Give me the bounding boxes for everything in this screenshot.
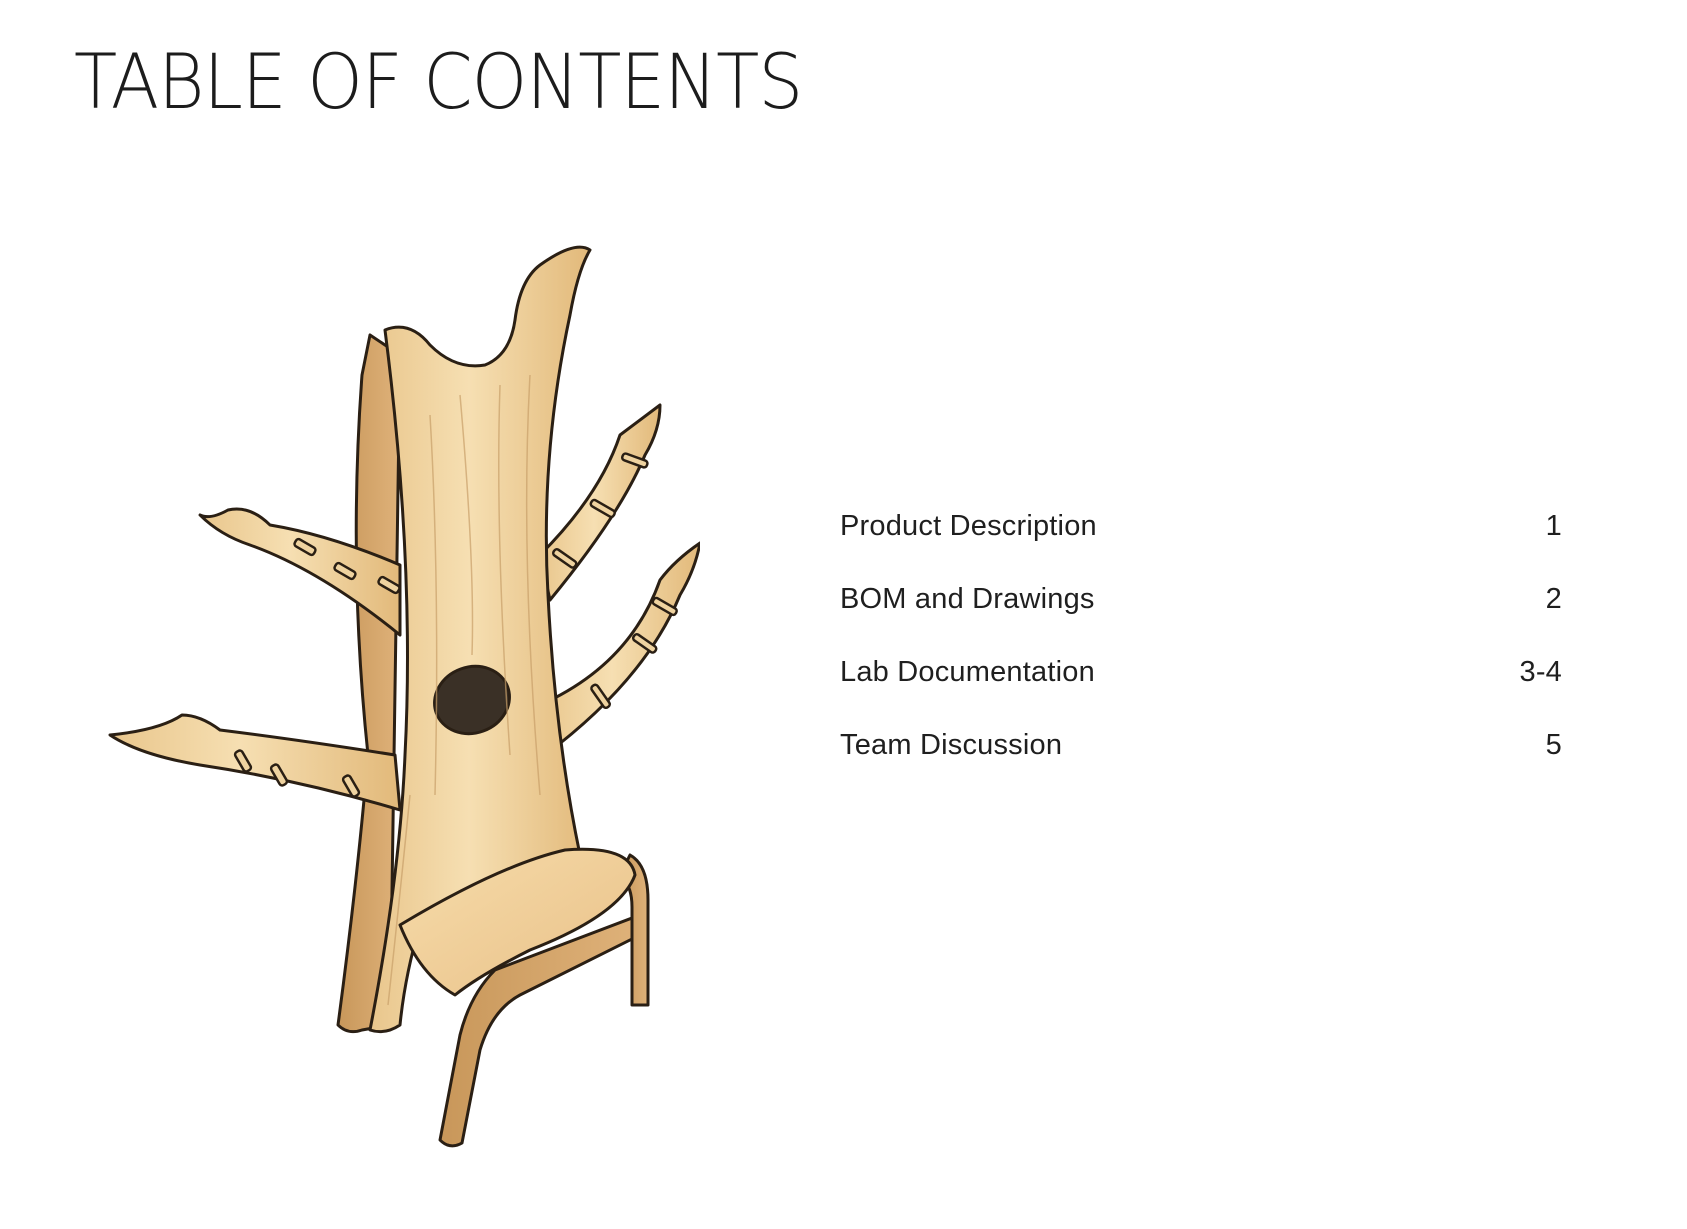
seat-leg-front bbox=[438, 913, 642, 1148]
peg bbox=[333, 561, 357, 581]
right-lower-branch bbox=[538, 541, 700, 757]
peg bbox=[269, 763, 289, 787]
toc-item[interactable]: Product Description 1 bbox=[840, 510, 1562, 583]
trunk-front bbox=[368, 245, 592, 1034]
toc-item-label: Lab Documentation bbox=[840, 656, 1095, 688]
peg bbox=[377, 575, 401, 595]
peg bbox=[631, 633, 658, 654]
toc-list: Product Description 1 BOM and Drawings 2… bbox=[840, 510, 1562, 802]
toc-item[interactable]: Team Discussion 5 bbox=[840, 729, 1562, 802]
left-upper-branch bbox=[198, 507, 402, 637]
peg bbox=[341, 774, 361, 798]
peg bbox=[293, 537, 317, 557]
toc-item-page: 2 bbox=[1545, 583, 1562, 615]
toc-item-label: BOM and Drawings bbox=[840, 583, 1095, 615]
toc-item-label: Team Discussion bbox=[840, 729, 1063, 761]
seat-top bbox=[398, 847, 637, 997]
peg bbox=[590, 683, 611, 710]
page-title: TABLE OF CONTENTS bbox=[74, 37, 803, 126]
peg bbox=[621, 452, 649, 469]
wooden-stand-illustration bbox=[108, 245, 700, 1148]
toc-item-page: 3-4 bbox=[1519, 656, 1562, 688]
toc-item-page: 1 bbox=[1545, 510, 1562, 542]
toc-item[interactable]: Lab Documentation 3-4 bbox=[840, 656, 1562, 729]
peg bbox=[651, 596, 678, 617]
peg bbox=[233, 749, 253, 773]
toc-item[interactable]: BOM and Drawings 2 bbox=[840, 583, 1562, 656]
peg bbox=[551, 548, 578, 569]
toc-item-page: 5 bbox=[1545, 729, 1562, 761]
trunk-back-edge bbox=[336, 333, 402, 1034]
toc-item-label: Product Description bbox=[840, 510, 1097, 542]
peg bbox=[589, 498, 616, 519]
